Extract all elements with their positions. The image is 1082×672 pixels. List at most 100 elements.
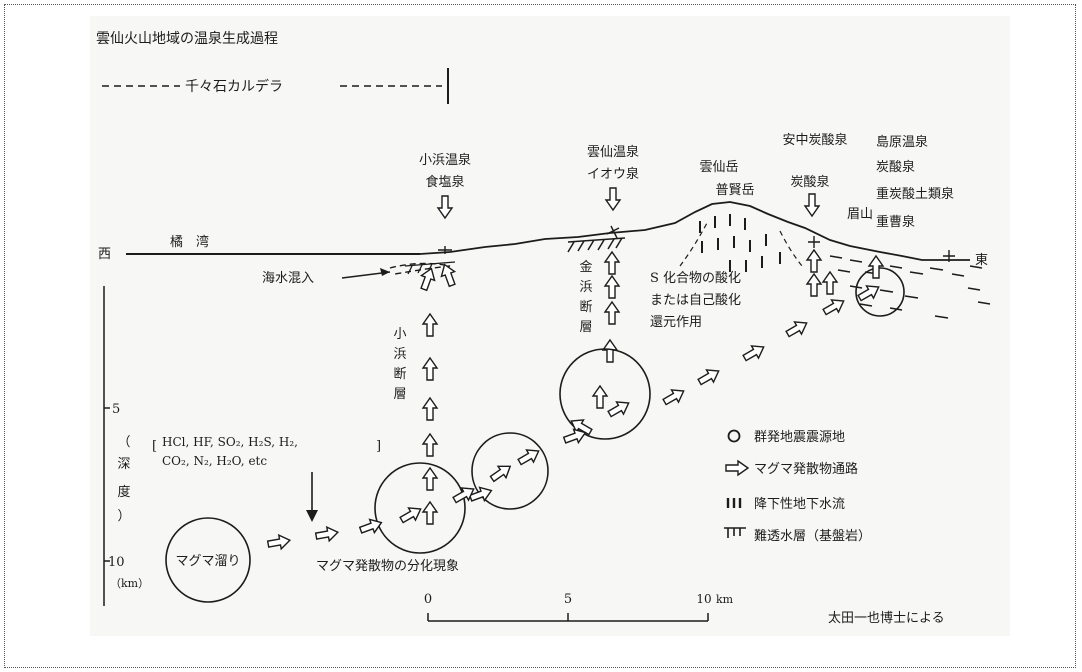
obama-fault-arrow-icon xyxy=(422,433,438,457)
east-label: 東 xyxy=(975,252,988,268)
kanahama-fault-char: 金 xyxy=(579,259,592,275)
shimabara-arrow-icon xyxy=(868,255,884,279)
obama-fault-arrow-icon xyxy=(422,357,438,381)
scale-label: 0 xyxy=(424,592,432,607)
gas-list-bracket-left: [ xyxy=(152,439,157,454)
depth-tick-label: 5 xyxy=(112,402,120,417)
obama-fault-arrow-icon xyxy=(422,313,438,337)
circle-icon xyxy=(727,429,741,443)
shimabara-type-3: 重曹泉 xyxy=(876,214,915,230)
scale-label: 5 xyxy=(564,592,572,607)
seawater-zone xyxy=(389,262,451,275)
path-arrow-icon xyxy=(783,316,811,341)
gas-pointer-head xyxy=(306,510,318,522)
magma-chamber-circle xyxy=(165,517,251,603)
magma-arrow-icon xyxy=(266,532,292,552)
mayuyama-label: 眉山 xyxy=(847,207,873,222)
oxidation-line-1: S 化合物の酸化 xyxy=(650,271,741,286)
obama-fault-char: 断 xyxy=(393,367,406,382)
obama-fault-char: 浜 xyxy=(393,347,406,362)
swarm-arrow-icon xyxy=(422,501,438,525)
annaka-type-label: 炭酸泉 xyxy=(790,174,829,190)
arrow-icon xyxy=(725,460,749,476)
seawater-label: 海水混入 xyxy=(262,271,314,286)
annaka-arrow-icon xyxy=(804,193,820,217)
path-arrow-icon xyxy=(660,384,688,409)
obama-onsen-label: 小浜温泉 xyxy=(419,152,471,168)
shimabara-arrow-icon-2 xyxy=(855,280,883,305)
unzen-onsen-label: 雲仙温泉 xyxy=(587,144,639,160)
magma-arrow-icon xyxy=(314,524,340,544)
obama-fault-arrow-icon xyxy=(422,397,438,421)
tachibana-bay-label: 橘 湾 xyxy=(170,234,209,250)
path-arrow-icon xyxy=(740,340,768,365)
annaka-onsen-label: 安中炭酸泉 xyxy=(782,132,847,148)
annaka-up-arrow-icon xyxy=(806,273,822,297)
groundwater-flow xyxy=(699,214,781,272)
diagram-title: 雲仙火山地域の温泉生成過程 xyxy=(96,30,278,47)
annaka-vent xyxy=(808,236,820,248)
swarm-circle-middle xyxy=(471,432,549,510)
unzendake-label: 雲仙岳 xyxy=(699,160,738,175)
credit-label: 太田一也博士による xyxy=(828,611,945,626)
shimabara-onsen-label: 島原温泉 xyxy=(876,134,928,150)
obama-fault-char: 層 xyxy=(393,387,406,402)
gw-boundary xyxy=(679,220,803,267)
impermeable-icon xyxy=(724,527,746,538)
unzen-type-label: イオウ泉 xyxy=(587,166,639,182)
depth-label-char: （ xyxy=(117,435,130,450)
swarm-circle-lower xyxy=(374,462,466,554)
hot-spring-diagram: 雲仙火山地域の温泉生成過程 千々石カルデラ 小浜温泉 食塩泉 雲仙温泉 イオウ泉… xyxy=(96,30,991,626)
shimabara-swarm-circle xyxy=(855,267,905,317)
seawater-pointer-head xyxy=(380,268,390,276)
kanahama-fault-char: 浜 xyxy=(579,280,592,295)
figure: 雲仙火山地域の温泉生成過程 千々石カルデラ 小浜温泉 食塩泉 雲仙温泉 イオウ泉… xyxy=(90,16,1010,636)
gas-list-bracket-right: ] xyxy=(376,439,381,454)
path-arrow-icon xyxy=(822,271,838,295)
legend-label: マグマ発散物通路 xyxy=(754,461,858,477)
caldera-label: 千々石カルデラ xyxy=(185,78,283,95)
groundwater-icon xyxy=(726,498,742,508)
obama-type-label: 食塩泉 xyxy=(425,174,464,190)
scale-label: 10 xyxy=(696,592,711,606)
depth-label-char: ） xyxy=(117,509,130,524)
depth-unit-label: （km） xyxy=(110,577,149,590)
path-arrow-icon xyxy=(820,294,848,319)
legend-label: 群発地震震源地 xyxy=(754,430,845,445)
kanahama-fault-char: 断 xyxy=(579,300,592,315)
depth-label-char: 深 xyxy=(117,457,130,472)
kanahama-arrow-icon xyxy=(602,339,618,363)
kanahama-fault-char: 層 xyxy=(579,320,592,335)
page-frame xyxy=(4,4,1076,668)
scale-unit: km xyxy=(716,593,734,606)
swarm-arrow-icon xyxy=(487,459,515,486)
kanahama-arrow-icon xyxy=(604,301,620,325)
unzen-vent xyxy=(606,225,620,239)
shimabara-type-2: 重炭酸土類泉 xyxy=(876,186,954,202)
depth-tick-label: 10 xyxy=(108,555,125,570)
magma-chamber-label: マグマ溜り xyxy=(175,554,240,569)
obama-fault-char: 小 xyxy=(393,327,406,342)
impermeable-hatch-unzen xyxy=(567,237,626,253)
shimabara-vent xyxy=(943,250,955,262)
unzen-arrow-icon xyxy=(605,187,621,211)
swarm-arrow-icon xyxy=(605,396,633,421)
fugendake-label: 普賢岳 xyxy=(715,183,754,198)
obama-arrow-icon xyxy=(437,195,453,219)
obama-fault-arrow-icon xyxy=(422,467,438,491)
legend-label: 難透水層（基盤岩） xyxy=(754,529,871,544)
path-arrow-icon xyxy=(695,364,723,389)
gas-list-line-1: HCl, HF, SO₂, H₂S, H₂, xyxy=(162,435,298,449)
magma-arrow-icon xyxy=(357,515,385,538)
depth-label-char: 度 xyxy=(117,484,130,500)
swarm-arrow-icon xyxy=(467,483,495,506)
differentiation-label: マグマ発散物の分化現象 xyxy=(316,559,459,574)
gas-list-line-2: CO₂, N₂, H₂O, etc xyxy=(162,454,267,468)
legend-label: 降下性地下水流 xyxy=(754,497,845,512)
annaka-up-arrow-icon-2 xyxy=(806,249,822,273)
swarm-circle-upper xyxy=(559,348,651,440)
kanahama-arrow-icon xyxy=(604,251,620,275)
swarm-arrow-icon xyxy=(397,502,425,527)
west-label: 西 xyxy=(98,247,111,262)
oxidation-line-2: または自己酸化 xyxy=(650,293,741,308)
